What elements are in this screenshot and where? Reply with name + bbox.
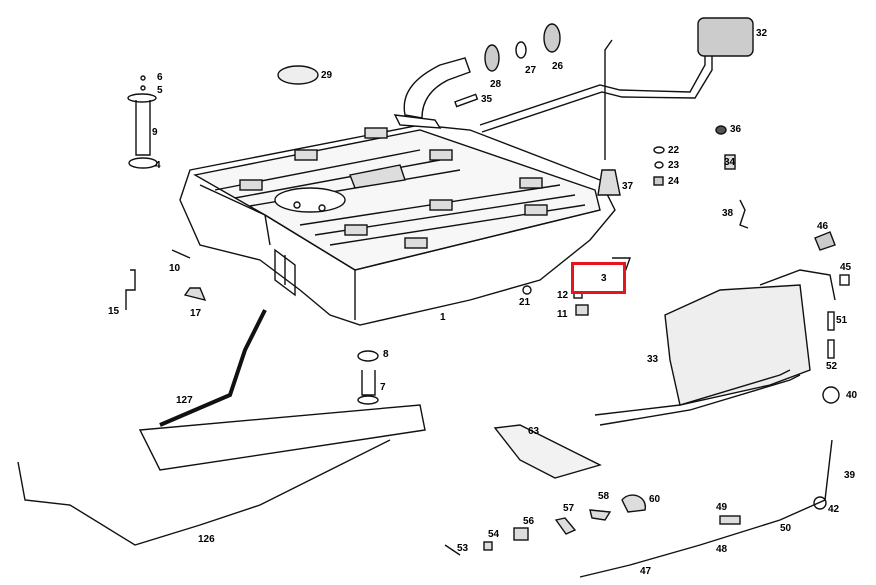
- label-21: 21: [519, 297, 531, 308]
- label-38: 38: [722, 208, 734, 219]
- part-9-sender: [127, 75, 158, 169]
- label-37: 37: [622, 181, 634, 192]
- part-26-flange: [543, 23, 561, 53]
- part-28-seal: [484, 44, 500, 72]
- label-60: 60: [649, 494, 661, 505]
- label-36: 36: [730, 124, 742, 135]
- label-26: 26: [552, 61, 564, 72]
- part-17-clip: [183, 287, 207, 302]
- label-63: 63: [528, 426, 540, 437]
- label-4: 4: [155, 160, 161, 171]
- label-35: 35: [481, 94, 493, 105]
- label-9: 9: [152, 127, 158, 138]
- label-22: 22: [668, 145, 680, 156]
- label-3: 3: [601, 273, 607, 284]
- label-52: 52: [826, 361, 838, 372]
- label-53: 53: [457, 543, 469, 554]
- part-63-shield: [493, 424, 602, 479]
- part-127-pipe: [138, 309, 426, 471]
- label-27: 27: [525, 65, 537, 76]
- part-27-ring: [515, 41, 527, 59]
- label-28: 28: [490, 79, 502, 90]
- label-50: 50: [780, 523, 792, 534]
- label-47: 47: [640, 566, 652, 577]
- label-12: 12: [557, 290, 569, 301]
- label-6: 6: [157, 72, 163, 83]
- label-1: 1: [440, 312, 446, 323]
- part-29-cap: [277, 65, 319, 85]
- label-29: 29: [321, 70, 333, 81]
- part-15-bracket: [125, 269, 136, 310]
- fuel-tank: [179, 124, 616, 326]
- part-11-nut: [575, 304, 589, 316]
- part-37-grommet: [597, 169, 621, 196]
- label-126: 126: [198, 534, 215, 545]
- label-57: 57: [563, 503, 575, 514]
- label-48: 48: [716, 544, 728, 555]
- label-49: 49: [716, 502, 728, 513]
- label-33: 33: [647, 354, 659, 365]
- label-10: 10: [169, 263, 181, 274]
- label-46: 46: [817, 221, 829, 232]
- label-8: 8: [383, 349, 389, 360]
- label-11: 11: [557, 309, 568, 320]
- part-126-line: [17, 439, 391, 546]
- label-15: 15: [108, 306, 120, 317]
- label-24: 24: [668, 176, 680, 187]
- label-34: 34: [724, 157, 736, 168]
- part-10-bolt: [171, 249, 191, 259]
- label-39: 39: [844, 470, 856, 481]
- label-40: 40: [846, 390, 858, 401]
- label-51: 51: [836, 315, 848, 326]
- label-17: 17: [190, 308, 202, 319]
- label-42: 42: [828, 504, 840, 515]
- part-3-holder: [612, 257, 631, 273]
- label-23: 23: [668, 160, 680, 171]
- label-5: 5: [157, 85, 163, 96]
- label-54: 54: [488, 529, 500, 540]
- label-45: 45: [840, 262, 852, 273]
- vent-lines: [479, 17, 754, 160]
- part-33-expansion-tank: [594, 269, 836, 426]
- label-7: 7: [380, 382, 386, 393]
- label-127: 127: [176, 395, 193, 406]
- highlight-box: 3: [571, 262, 626, 294]
- label-58: 58: [598, 491, 610, 502]
- filler-neck: [393, 57, 479, 129]
- label-32: 32: [756, 28, 768, 39]
- part-21-plug: [522, 285, 532, 295]
- label-56: 56: [523, 516, 535, 527]
